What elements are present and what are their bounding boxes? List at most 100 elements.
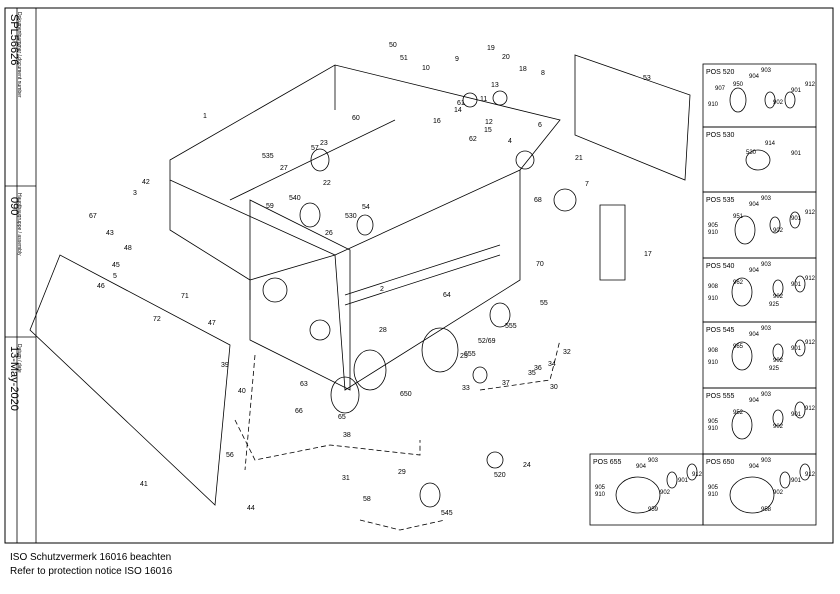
callout-555: 555	[505, 323, 517, 330]
callout-47: 47	[208, 320, 216, 327]
callout-14: 14	[454, 107, 462, 114]
detail-pos-545-part-903: 903	[761, 326, 772, 332]
detail-pos-535-part-905: 905	[708, 223, 719, 229]
callout-61: 61	[457, 100, 465, 107]
callout-57: 57	[311, 145, 319, 152]
callout-67: 67	[89, 213, 97, 220]
callout-50: 50	[389, 42, 397, 49]
detail-pos-545-part-925: 925	[769, 366, 780, 372]
detail-pos-555-part-905: 905	[708, 419, 719, 425]
callout-520: 520	[494, 472, 506, 479]
callout-19: 19	[487, 45, 495, 52]
detail-pos-555-part-910: 910	[708, 426, 719, 432]
callout-530: 530	[345, 213, 357, 220]
detail-pos-555-part-904: 904	[749, 398, 760, 404]
callout-25: 25	[460, 353, 468, 360]
callout-11: 11	[480, 96, 487, 103]
title-block: Dokumentnummer / document number SPL5662…	[5, 8, 35, 543]
doc-number-value: SPL56626	[8, 14, 20, 66]
callout-70: 70	[536, 261, 544, 268]
detail-pos-650-part-902: 902	[773, 490, 784, 496]
detail-pos-650-part-910: 910	[708, 492, 719, 498]
detail-pos-655-part-901: 901	[678, 478, 689, 484]
callout-31: 31	[342, 475, 350, 482]
callout-28: 28	[379, 327, 387, 334]
callout-655: 655	[464, 351, 476, 358]
callout-8: 8	[541, 70, 545, 77]
protection-notice-de: ISO Schutzvermerk 16016 beachten	[10, 552, 172, 563]
callout-23: 23	[320, 140, 328, 147]
callout-15: 15	[484, 127, 492, 134]
detail-pos-530-part-901: 901	[791, 151, 802, 157]
detail-title-655: POS 655	[593, 459, 622, 466]
detail-pos-540-part-908: 908	[708, 284, 719, 290]
callout-20: 20	[502, 54, 510, 61]
detail-pos-535-part-910: 910	[708, 230, 719, 236]
detail-pos-545-part-904: 904	[749, 332, 760, 338]
callout-22: 22	[323, 180, 331, 187]
callout-540: 540	[289, 195, 301, 202]
detail-pos-555-part-901: 901	[791, 412, 802, 418]
callout-59: 59	[266, 203, 274, 210]
detail-pos-520-part-907: 907	[715, 86, 726, 92]
callout-32: 32	[563, 349, 571, 356]
detail-pos-520-part-902: 902	[773, 100, 784, 106]
detail-pos-545-part-910: 910	[708, 360, 719, 366]
detail-title-650: POS 650	[706, 459, 735, 466]
detail-pos-655-part-959: 959	[648, 507, 659, 513]
detail-pos-535-part-904: 904	[749, 202, 760, 208]
callout-43: 43	[106, 230, 114, 237]
callout-30: 30	[550, 384, 558, 391]
detail-pos-520-part-910: 910	[708, 102, 719, 108]
detail-pos-530-part-914: 914	[765, 141, 776, 147]
callout-52-69: 52/69	[478, 338, 496, 345]
detail-pos-650-part-901: 901	[791, 478, 802, 484]
detail-title-520: POS 520	[706, 69, 735, 76]
callout-21: 21	[575, 155, 583, 162]
callout-56: 56	[226, 452, 234, 459]
callout-37: 37	[502, 380, 510, 387]
detail-pos-540-part-925: 925	[769, 302, 780, 308]
detail-pos-540-part-962: 962	[733, 280, 744, 286]
detail-boxes	[589, 63, 817, 526]
callout-55: 55	[540, 300, 548, 307]
callout-535: 535	[262, 153, 274, 160]
callout-42: 42	[142, 179, 150, 186]
callout-71: 71	[181, 293, 189, 300]
detail-pos-520-part-912: 912	[805, 82, 816, 88]
callout-35: 35	[528, 370, 536, 377]
detail-pos-530-part-530: 530	[746, 150, 757, 156]
detail-pos-540-part-901: 901	[791, 282, 802, 288]
detail-pos-655-part-912: 912	[692, 472, 703, 478]
callout-3: 3	[133, 190, 137, 197]
callout-41: 41	[140, 481, 148, 488]
detail-pos-545-part-908: 908	[708, 348, 719, 354]
callout-9: 9	[455, 56, 459, 63]
callout-33: 33	[462, 385, 470, 392]
callout-650: 650	[400, 391, 412, 398]
callout-1: 1	[203, 113, 207, 120]
callout-2: 2	[380, 286, 384, 293]
detail-pos-535-part-901: 901	[791, 216, 802, 222]
exploded-frame-drawing	[29, 54, 691, 531]
callout-60: 60	[352, 115, 360, 122]
detail-pos-655-part-905: 905	[595, 485, 606, 491]
callout-68: 68	[534, 197, 542, 204]
assembly-value: 090	[8, 197, 20, 216]
callout-27: 27	[280, 165, 288, 172]
callout-18: 18	[519, 66, 527, 73]
detail-pos-540-part-902: 902	[773, 294, 784, 300]
detail-box-titles: POS 520 POS 530 POS 535 POS 540 POS 545 …	[593, 69, 735, 466]
callout-36: 36	[534, 365, 542, 372]
callout-51: 51	[400, 55, 408, 62]
callout-17: 17	[644, 251, 652, 258]
callout-62: 62	[469, 136, 477, 143]
detail-title-540: POS 540	[706, 263, 735, 270]
detail-pos-540-part-912: 912	[805, 276, 816, 282]
detail-pos-655-part-904: 904	[636, 464, 647, 470]
detail-pos-545-part-901: 901	[791, 346, 802, 352]
callout-6: 6	[538, 122, 542, 129]
detail-pos-555-part-912: 912	[805, 406, 816, 412]
detail-pos-520-part-904: 904	[749, 74, 760, 80]
